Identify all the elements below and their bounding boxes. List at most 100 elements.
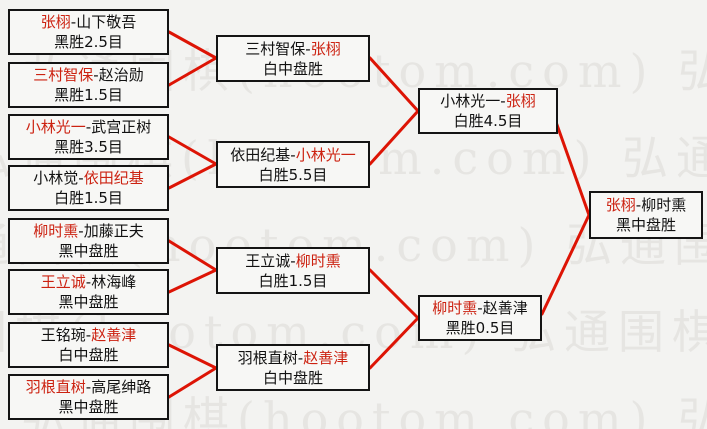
match-result: 白胜4.5目 xyxy=(453,112,523,130)
connector-line xyxy=(167,30,218,60)
vs-dash: - xyxy=(305,39,311,58)
player-name: 柳时熏 xyxy=(295,251,341,270)
match-result: 白胜1.5目 xyxy=(258,271,328,290)
vs-dash: - xyxy=(477,299,483,317)
connector-line xyxy=(167,162,218,190)
player-name: 赵善津 xyxy=(91,326,137,344)
match-box-r1-8: 羽根直树-高尾绅路 黑中盘胜 xyxy=(8,374,169,420)
player-name: 柳时熏 xyxy=(432,299,478,317)
match-box-r1-4: 小林觉-依田纪基 白胜1.5目 xyxy=(8,165,169,211)
player-name: 羽根直树 xyxy=(25,378,86,396)
match-box-r2-4: 羽根直树-赵善津 白中盘胜 xyxy=(216,344,370,391)
match-box-r2-2: 依田纪基-小林光一 白胜5.5目 xyxy=(216,141,370,188)
player-name: 高尾绅路 xyxy=(91,378,152,396)
player-name: 依田纪基 xyxy=(230,145,291,164)
connector-line xyxy=(167,268,218,294)
match-box-final: 张栩-柳时熏 黑中盘胜 xyxy=(589,191,703,239)
match-result: 黑胜2.5目 xyxy=(54,33,123,51)
vs-dash: - xyxy=(93,66,99,84)
vs-dash: - xyxy=(290,251,296,270)
match-result: 黑中盘胜 xyxy=(58,398,119,416)
match-result: 黑胜0.5目 xyxy=(445,319,515,337)
player-name: 山下敬吾 xyxy=(76,13,137,31)
player-name: 王立诚 xyxy=(40,273,86,291)
player-name: 柳时熏 xyxy=(33,222,79,240)
player-name: 三村智保 xyxy=(33,66,94,84)
player-name: 赵善津 xyxy=(482,299,528,317)
matchup: 柳时熏-赵善津 xyxy=(432,298,527,318)
player-name: 赵治勋 xyxy=(98,66,144,84)
vs-dash: - xyxy=(297,348,304,367)
player-name: 张栩 xyxy=(310,39,341,58)
match-result: 黑胜3.5目 xyxy=(54,138,123,156)
player-name: 张栩 xyxy=(505,92,536,110)
connector-line xyxy=(540,213,591,316)
player-name: 依田纪基 xyxy=(83,169,144,187)
vs-dash: - xyxy=(78,169,84,187)
player-name: 小林光一 xyxy=(295,145,356,164)
vs-dash: - xyxy=(635,196,642,214)
connector-line xyxy=(368,109,420,166)
matchup: 三村智保-张栩 xyxy=(245,39,340,59)
player-name: 张栩 xyxy=(40,13,71,31)
vs-dash: - xyxy=(78,222,84,240)
player-name: 赵善津 xyxy=(303,348,349,367)
vs-dash: - xyxy=(85,273,92,291)
matchup: 张栩-山下敬吾 xyxy=(41,12,136,32)
vs-dash: - xyxy=(500,92,506,110)
matchup: 小林光一-武宫正树 xyxy=(26,117,151,137)
vs-dash: - xyxy=(290,145,296,164)
connector-line xyxy=(368,56,420,113)
connector-line xyxy=(167,343,218,370)
connector-line xyxy=(167,56,218,87)
connector-line xyxy=(368,316,420,370)
match-box-r1-6: 王立诚-林海峰 黑中盘胜 xyxy=(8,269,169,315)
player-name: 小林光一 xyxy=(440,92,501,110)
match-result: 白胜5.5目 xyxy=(258,165,328,184)
matchup: 依田纪基-小林光一 xyxy=(230,145,355,165)
match-box-r1-5: 柳时熏-加藤正夫 黑中盘胜 xyxy=(8,218,169,264)
match-result: 白中盘胜 xyxy=(58,346,119,364)
matchup: 张栩-柳时熏 xyxy=(606,195,686,215)
player-name: 羽根直树 xyxy=(237,348,298,367)
match-box-r2-1: 三村智保-张栩 白中盘胜 xyxy=(216,35,370,82)
matchup: 小林光一-张栩 xyxy=(440,91,535,111)
player-name: 柳时熏 xyxy=(641,196,687,214)
vs-dash: - xyxy=(70,13,77,31)
match-result: 黑中盘胜 xyxy=(58,293,119,311)
player-name: 王铭琬 xyxy=(40,326,86,344)
match-result: 黑胜1.5目 xyxy=(54,86,123,104)
match-box-r2-3: 王立诚-柳时熏 白胜1.5目 xyxy=(216,247,370,294)
match-result: 白中盘胜 xyxy=(262,59,323,78)
player-name: 小林觉 xyxy=(33,169,79,187)
match-box-r1-1: 张栩-山下敬吾 黑胜2.5目 xyxy=(8,9,169,55)
match-box-sf-2: 柳时熏-赵善津 黑胜0.5目 xyxy=(418,295,542,341)
match-result: 白中盘胜 xyxy=(262,368,323,387)
matchup: 王立诚-林海峰 xyxy=(41,272,136,292)
player-name: 王立诚 xyxy=(245,251,291,270)
connector-line xyxy=(368,268,420,320)
vs-dash: - xyxy=(85,326,92,344)
vs-dash: - xyxy=(85,118,92,136)
match-box-r1-7: 王铭琬-赵善津 白中盘胜 xyxy=(8,322,169,368)
player-name: 张栩 xyxy=(605,196,636,214)
match-box-sf-1: 小林光一-张栩 白胜4.5目 xyxy=(418,88,558,134)
player-name: 加藤正夫 xyxy=(83,222,144,240)
connector-line xyxy=(167,239,218,272)
matchup: 羽根直树-赵善津 xyxy=(238,348,348,368)
match-box-r1-2: 三村智保-赵治勋 黑胜1.5目 xyxy=(8,62,169,108)
connector-line xyxy=(167,366,218,399)
player-name: 武宫正树 xyxy=(91,118,152,136)
connector-line xyxy=(554,120,591,217)
match-result: 白胜1.5目 xyxy=(54,189,123,207)
vs-dash: - xyxy=(85,378,92,396)
matchup: 三村智保-赵治勋 xyxy=(33,65,143,85)
match-result: 黑中盘胜 xyxy=(615,216,676,234)
matchup: 羽根直树-高尾绅路 xyxy=(26,377,151,397)
connector-line xyxy=(167,135,218,166)
matchup: 柳时熏-加藤正夫 xyxy=(33,221,143,241)
player-name: 三村智保 xyxy=(245,39,306,58)
player-name: 小林光一 xyxy=(25,118,86,136)
